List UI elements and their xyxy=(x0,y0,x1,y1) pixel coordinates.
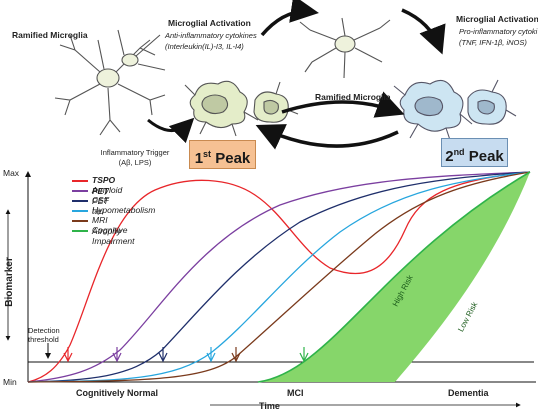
trigger-line1: Inflammatory Trigger xyxy=(100,148,170,157)
threshold-crossing-arrows xyxy=(63,347,309,363)
curve-hypometabolism xyxy=(27,171,531,383)
legend-swatch xyxy=(72,180,88,182)
curve-csf-tau xyxy=(27,171,531,383)
legend-label: TSPO PET xyxy=(92,175,116,196)
detection-label-line2: threshold xyxy=(28,335,59,344)
y-min-label: Min xyxy=(3,377,17,387)
peak2-sup: nd xyxy=(453,147,465,157)
low-risk-label: Low Risk xyxy=(456,300,480,334)
threshold-arrow-mri-atrophy xyxy=(231,347,241,363)
risk-area xyxy=(258,172,530,382)
legend-label: CSF tau xyxy=(92,195,109,216)
activated-microglia-cell-left xyxy=(184,80,299,137)
activation-left-sub2: (Interleukin(IL)-I3, IL-I4) xyxy=(165,42,244,51)
curve-cognitive-impairment xyxy=(257,171,531,383)
threshold-arrow-cognitive-impairment xyxy=(299,347,309,363)
legend-swatch xyxy=(72,210,88,212)
legend-swatch xyxy=(72,230,88,232)
threshold-arrow-amyloid-pet xyxy=(112,347,122,363)
x-axis-label: Time xyxy=(259,401,280,411)
legend-swatch xyxy=(72,190,88,192)
activation-right-title: Microglial Activation xyxy=(456,14,538,24)
first-peak-box: 1st Peak xyxy=(189,140,256,169)
activation-right-sub2: (TNF, IFN-1β, iNOS) xyxy=(459,38,527,47)
curve-tspo-pet xyxy=(27,171,531,383)
peak1-sup: st xyxy=(203,149,212,159)
threshold-arrow-hypometabolism xyxy=(206,347,216,363)
trigger-line2: (Aβ, LPS) xyxy=(118,158,152,167)
activation-right-sub1: Pro-inflammatory cytoki xyxy=(459,27,538,36)
threshold-arrow-tspo-pet xyxy=(63,347,73,363)
activated-microglia-cell-right xyxy=(393,79,517,141)
activation-left-title: Microglial Activation xyxy=(168,18,251,28)
ramified-microglia-left-label: Ramified Microglia xyxy=(12,30,88,40)
legend-label: Amyloid PET xyxy=(92,185,123,206)
legend-label: Cognitive Impairment xyxy=(92,225,135,246)
arrow-to-activation-right xyxy=(401,8,446,55)
ramified-microglia-cell-top xyxy=(299,17,391,79)
stage-mci: MCI xyxy=(287,388,304,398)
stage-dementia: Dementia xyxy=(448,388,489,398)
peak2-word: Peak xyxy=(468,148,504,165)
curve-mri-atrophy xyxy=(27,171,531,383)
biomarker-curves xyxy=(27,171,531,383)
peak2-num: 2 xyxy=(445,148,454,165)
second-peak-box: 2nd Peak xyxy=(441,138,508,167)
activation-left-sub1: Anti-inflammatory cytokines xyxy=(165,31,257,40)
peak1-num: 1 xyxy=(194,150,204,167)
legend-swatch xyxy=(72,220,88,222)
stage-cognitively-normal: Cognitively Normal xyxy=(76,388,159,398)
curve-amyloid-pet xyxy=(27,171,531,383)
legend-swatch xyxy=(72,200,88,202)
arrow-trigger xyxy=(147,117,195,144)
threshold-arrow-csf-tau xyxy=(158,347,168,363)
legend-label: Hypometabolism xyxy=(92,205,156,215)
arrow-back-to-first xyxy=(255,124,399,150)
ramified-microglia-cell-left xyxy=(54,29,166,136)
peak1-word: Peak xyxy=(215,150,251,167)
y-max-label: Max xyxy=(3,168,20,178)
detection-label-line1: Detection xyxy=(28,326,60,335)
arrow-to-ramified-top xyxy=(260,0,319,37)
y-axis-label: Biomarker xyxy=(4,257,15,307)
ramified-microglia-mid-label: Ramified Microglia xyxy=(315,92,391,102)
legend-label: MRI Atrophy xyxy=(92,215,122,236)
arrow-to-second xyxy=(281,91,405,118)
